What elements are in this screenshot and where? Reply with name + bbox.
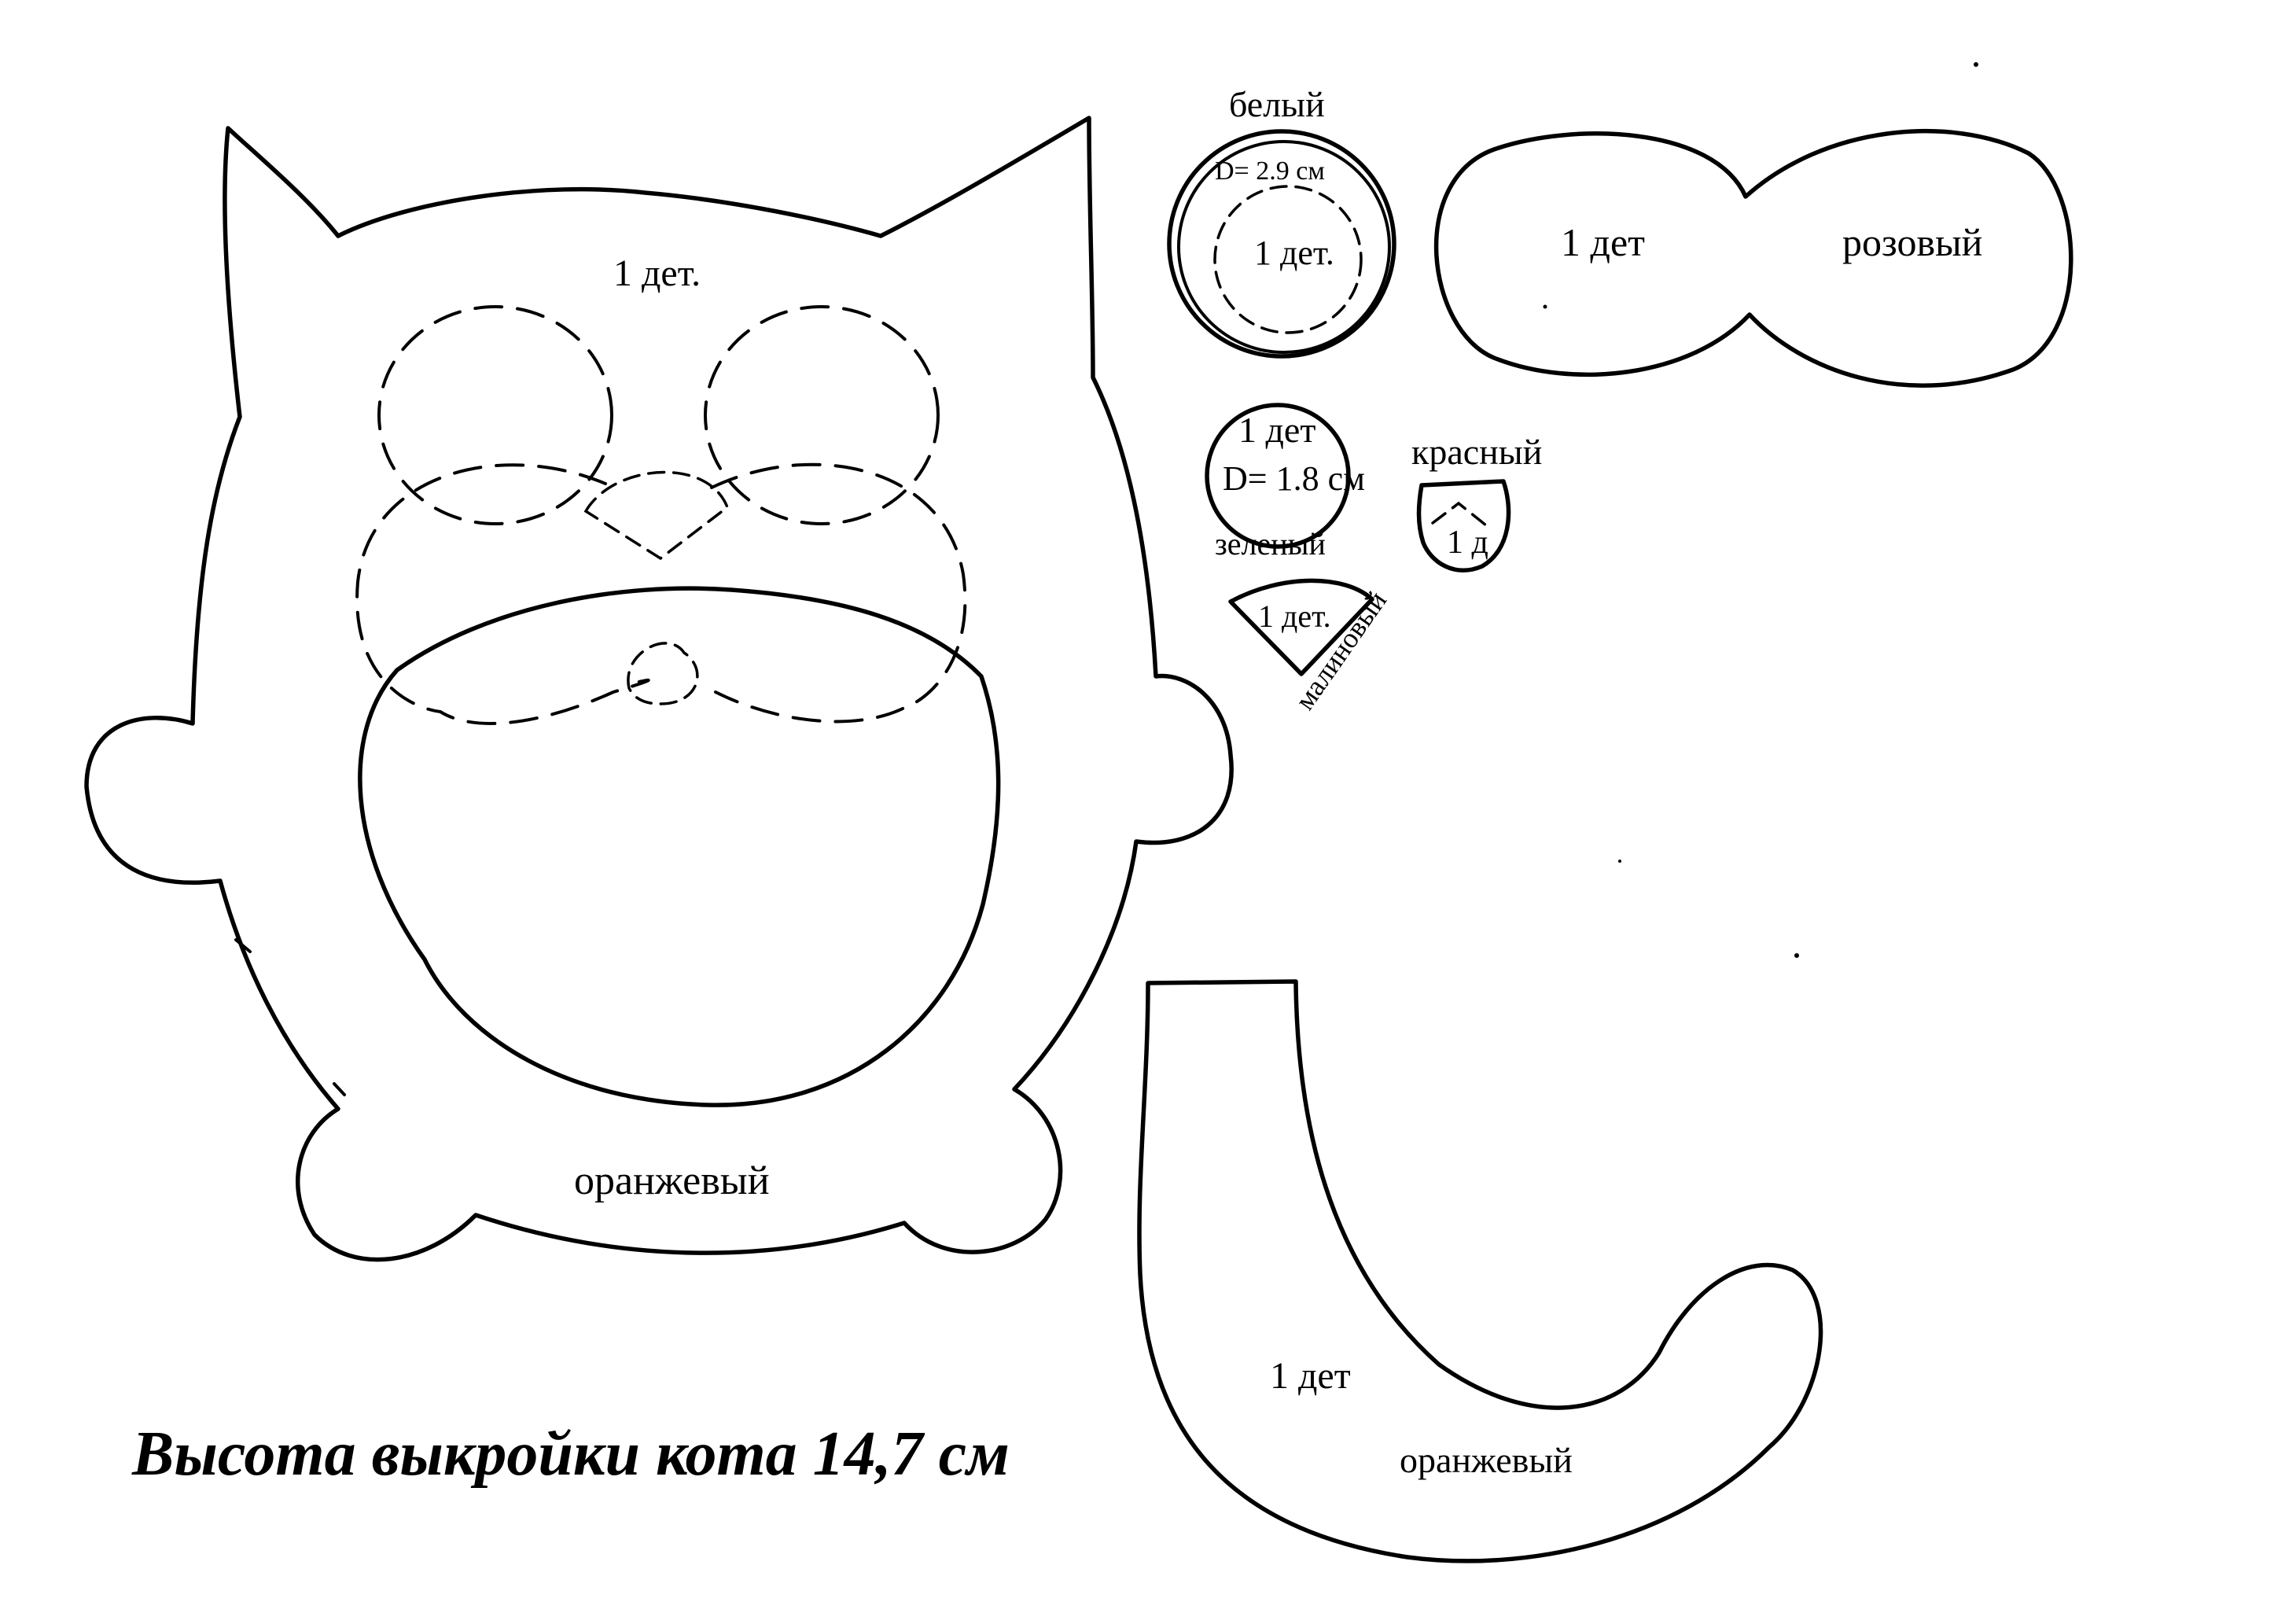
eye-guide-left <box>377 305 613 525</box>
tail-count-label: 1 дет <box>1270 1355 1351 1397</box>
tail-piece: 1 дет оранжевый <box>1137 979 1823 1563</box>
belly-outline <box>358 586 1001 1107</box>
eye-white-pupil-guide <box>1213 185 1363 334</box>
eye-green-piece: 1 дет D= 1.8 см зеленый <box>1205 403 1365 562</box>
speck <box>1543 304 1547 309</box>
eye-white-diameter-label: D= 2.9 см <box>1215 157 1325 186</box>
nose-pink-outline <box>1433 128 2073 388</box>
eye-green-outline <box>1205 403 1351 549</box>
muzzle-guide-right <box>710 462 967 724</box>
nose-pink-piece: 1 дет розовый <box>1433 128 2073 388</box>
eye-green-count-label: 1 дет <box>1238 410 1315 450</box>
speck <box>1974 62 1978 67</box>
eye-white-inner-ring <box>1177 140 1391 354</box>
cat-body-piece: 1 дет. оранжевый <box>84 116 1234 1262</box>
eye-green-diameter-label: D= 1.8 см <box>1223 459 1365 498</box>
tongue-red-guide <box>1431 501 1488 527</box>
eye-green-color-label: зеленый <box>1215 526 1326 562</box>
body-color-label: оранжевый <box>574 1158 770 1203</box>
mouth-crimson-piece: 1 дет. малиновый <box>1228 578 1393 716</box>
notch-left <box>234 938 252 953</box>
speck <box>1794 953 1799 958</box>
tongue-red-outline <box>1416 479 1511 573</box>
tongue-red-piece: красный 1 д <box>1411 432 1542 573</box>
nose-guide <box>583 470 730 561</box>
speck <box>1618 860 1621 863</box>
pattern-title: Высота выкройки кота 14,7 см <box>131 1420 1010 1489</box>
muzzle-guide-left <box>355 463 650 725</box>
eye-guide-right <box>704 305 940 525</box>
tail-outline <box>1137 979 1823 1563</box>
tongue-red-count-label: 1 д <box>1447 525 1488 561</box>
nose-pink-color-label: розовый <box>1842 220 1982 264</box>
tongue-red-color-label: красный <box>1411 432 1542 472</box>
eye-white-piece: белый D= 2.9 см 1 дет. <box>1167 84 1396 359</box>
eye-white-outline <box>1167 129 1396 359</box>
mouth-crimson-outline <box>1228 578 1374 676</box>
body-count-label: 1 дет. <box>613 252 701 294</box>
mouth-crimson-count-label: 1 дет. <box>1258 598 1331 634</box>
eye-white-color-label: белый <box>1229 84 1325 124</box>
eye-white-count-label: 1 дет. <box>1254 234 1334 272</box>
nose-pink-count-label: 1 дет <box>1561 220 1645 264</box>
cat-body-outline <box>84 116 1234 1262</box>
tongue-guide <box>627 642 699 705</box>
notch-left-lower <box>333 1082 346 1096</box>
tail-color-label: оранжевый <box>1400 1440 1573 1480</box>
